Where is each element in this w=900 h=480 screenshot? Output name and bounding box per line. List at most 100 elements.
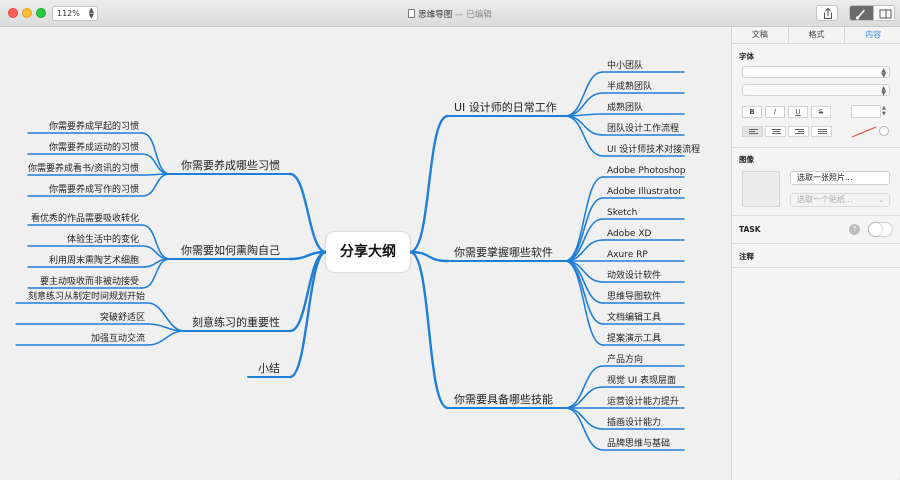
tab-document[interactable]: 文稿 (732, 27, 789, 43)
align-justify-button[interactable] (811, 126, 832, 137)
connector-line (141, 132, 171, 175)
leaf-node[interactable]: 中小团队 (607, 61, 644, 71)
window-title: 思维导图 — 已编辑 (0, 8, 900, 20)
branch-node[interactable]: 你需要养成哪些习惯 (181, 159, 280, 172)
zoom-level-select[interactable]: 112% ▲▼ (52, 6, 98, 21)
leaf-node[interactable]: 思维导图软件 (607, 292, 662, 302)
font-family-select[interactable]: ▲▼ (742, 66, 890, 79)
connector-line (564, 260, 604, 346)
updown-chevron-icon: ▲▼ (881, 67, 886, 79)
tab-format[interactable]: 格式 (789, 27, 846, 43)
leaf-node[interactable]: 成熟团队 (607, 103, 644, 113)
help-icon[interactable]: ? (849, 224, 860, 235)
share-button[interactable] (816, 5, 838, 21)
connector-line (288, 172, 328, 254)
tab-content[interactable]: 内容 (865, 30, 882, 39)
color-picker-icon[interactable] (879, 126, 889, 136)
task-toggle[interactable] (868, 222, 893, 237)
document-status: — 已编辑 (455, 10, 492, 20)
strikethrough-button[interactable]: S (811, 106, 831, 118)
leaf-node[interactable]: 团队设计工作流程 (607, 124, 680, 134)
leaf-node[interactable]: 插画设计能力 (607, 418, 662, 428)
leaf-node[interactable]: Adobe XD (607, 229, 652, 239)
leaf-node[interactable]: 加强互动交流 (91, 334, 146, 344)
title-bar: 112% ▲▼ 思维导图 — 已编辑 (0, 0, 900, 27)
connector-line (408, 114, 450, 254)
toggle-knob (869, 223, 882, 236)
leaf-node[interactable]: 刻意练习从制定时间规划开始 (28, 292, 146, 302)
connector-line (408, 250, 450, 410)
zoom-window-button[interactable] (36, 8, 46, 18)
mindmap-connections (15, 71, 685, 451)
font-section-label: 字体 (739, 52, 754, 61)
divider (732, 147, 900, 148)
branch-node[interactable]: 你需要如何熏陶自己 (181, 244, 280, 257)
branch-node[interactable]: 你需要具备哪些技能 (454, 393, 553, 406)
leaf-node[interactable]: 你需要养成早起的习惯 (49, 122, 140, 132)
leaf-node[interactable]: 半成熟团队 (607, 82, 653, 92)
branch-node[interactable]: UI 设计师的日常工作 (454, 101, 557, 114)
connector-line (564, 115, 604, 157)
leaf-node[interactable]: 体验生活中的变化 (67, 235, 140, 245)
updown-chevron-icon: ▲▼ (881, 85, 886, 97)
leaf-node[interactable]: 视觉 UI 表现层面 (607, 376, 676, 386)
branch-node[interactable]: 刻意练习的重要性 (192, 316, 280, 329)
underline-button[interactable]: U (788, 106, 808, 118)
connector-line (141, 153, 171, 175)
inspector-panel: 文稿 格式 内容 字体 ▲▼ ▲▼ B I U S ▲▼ 图像 选取 (731, 27, 900, 480)
close-window-button[interactable] (8, 8, 18, 18)
text-color-well[interactable] (850, 125, 878, 139)
leaf-node[interactable]: 动效设计软件 (607, 271, 662, 281)
inspector-tabs: 文稿 格式 内容 (732, 27, 900, 44)
align-center-button[interactable] (765, 126, 786, 137)
image-preview (742, 171, 780, 207)
font-style-select[interactable]: ▲▼ (742, 84, 890, 97)
zoom-level-value: 112% (57, 9, 80, 18)
updown-chevron-icon: ▲▼ (88, 6, 94, 20)
divider (732, 267, 900, 268)
leaf-node[interactable]: 文档编辑工具 (607, 313, 662, 323)
align-right-button[interactable] (788, 126, 809, 137)
leaf-node[interactable]: 你需要养成运动的习惯 (49, 143, 140, 153)
connector-line (564, 176, 604, 262)
branch-node[interactable]: 小结 (258, 362, 280, 375)
mindmap-root-node[interactable]: 分享大纲 (326, 232, 410, 272)
sidebar-toggle-button[interactable] (873, 6, 894, 20)
font-size-field[interactable] (851, 105, 881, 118)
connector-line (147, 323, 185, 332)
branch-node[interactable]: 你需要掌握哪些软件 (454, 246, 553, 259)
connector-line (141, 245, 171, 260)
bold-button[interactable]: B (742, 106, 762, 118)
share-icon (824, 7, 832, 19)
leaf-node[interactable]: Sketch (607, 208, 638, 218)
sidebar-icon (879, 9, 892, 19)
leaf-node[interactable]: 运营设计能力提升 (607, 397, 680, 407)
leaf-node[interactable]: Adobe Photoshop (607, 166, 686, 176)
leaf-node[interactable]: 产品方向 (607, 355, 644, 365)
leaf-node[interactable]: 看优秀的作品需要吸收转化 (31, 214, 140, 224)
leaf-node[interactable]: 提案演示工具 (607, 334, 662, 344)
italic-button[interactable]: I (765, 106, 785, 118)
mindmap-canvas[interactable]: 分享大纲 UI 设计师的日常工作 中小团队半成熟团队成熟团队团队设计工作流程 UI … (0, 27, 731, 480)
leaf-node[interactable]: 要主动吸收而非被动接受 (40, 277, 140, 287)
leaf-node[interactable]: 品牌思维与基础 (607, 439, 671, 449)
choose-photo-button[interactable]: 选取一张照片... (790, 171, 890, 185)
align-left-button[interactable] (742, 126, 763, 137)
leaf-node[interactable]: Axure RP (607, 250, 648, 260)
minimize-window-button[interactable] (22, 8, 32, 18)
connector-line (141, 173, 171, 197)
leaf-node[interactable]: 你需要养成看书/资讯的习惯 (28, 164, 140, 174)
leaf-node[interactable]: Adobe Illustrator (607, 187, 682, 197)
leaf-node[interactable]: 利用周末熏陶艺术细胞 (49, 256, 140, 266)
leaf-node[interactable]: UI 设计师技术对接流程 (607, 145, 701, 155)
view-segmented-control (849, 5, 895, 21)
chevron-down-icon: ⌄ (878, 196, 884, 204)
font-size-stepper[interactable]: ▲▼ (882, 105, 886, 117)
leaf-node[interactable]: 突破舒适区 (100, 313, 146, 323)
connector-line (564, 92, 604, 117)
image-section-label: 图像 (739, 155, 754, 164)
format-brush-button[interactable] (850, 6, 873, 20)
choose-sticker-select[interactable]: 选取一个贴纸... ⌄ (790, 193, 890, 207)
leaf-node[interactable]: 你需要养成写作的习惯 (49, 185, 140, 195)
